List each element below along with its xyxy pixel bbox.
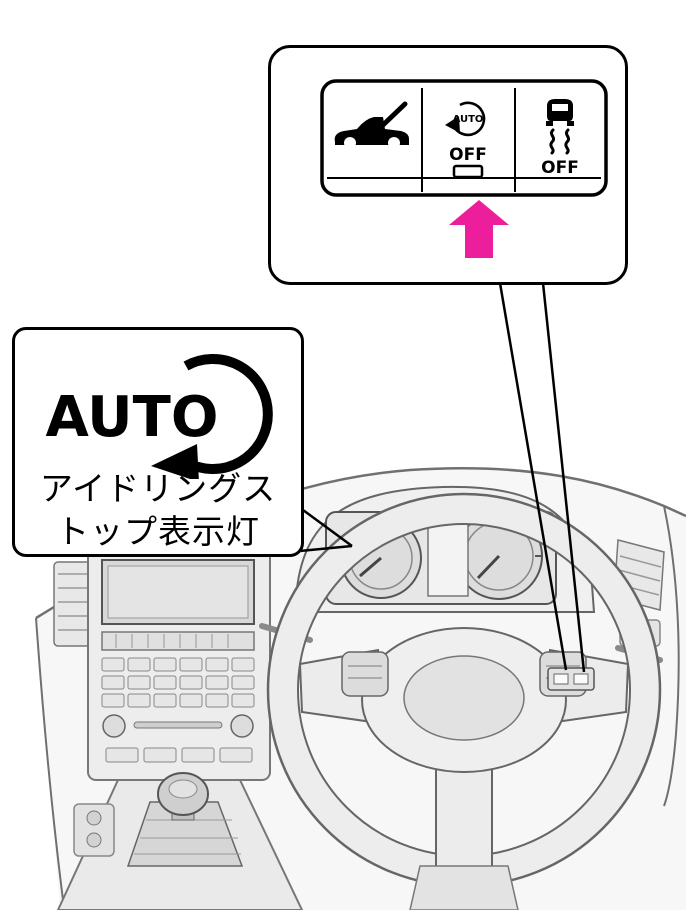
center-stack [87,537,271,781]
left-air-vent [53,561,93,647]
indicator-caption-line2: トップ表示灯 [56,511,260,551]
gear-console [56,772,304,910]
indicator-callout: AUTO アイドリングス トップ表示灯 [12,327,304,557]
center-vent [101,631,255,651]
vdc-off-button: OFF [541,99,579,178]
off-right-label: OFF [541,158,579,178]
audio-buttons [101,657,255,708]
indicator-caption-line1: アイドリングス [39,469,277,508]
horn-pad [403,655,525,741]
auto-small-label: AUTO [453,114,484,125]
auto-circle-arrow-icon: AUTO [445,101,486,137]
switch-panel-callout: AUTO OFF OFF [268,45,628,285]
dash-left-edge [35,617,65,909]
dash-right-edge [663,505,680,807]
idling-stop-off-button: AUTO OFF [445,101,487,179]
auto-circle-arrow-icon-large: AUTO [46,354,273,479]
up-arrow-icon [449,200,509,258]
up-arrow-shape [449,200,509,258]
off-center-label: OFF [449,145,487,165]
vdc-off-icon [546,99,574,155]
arc-arrowhead [151,444,199,479]
steering-column [409,865,519,910]
indicator-caption: アイドリングス トップ表示灯 [15,468,301,554]
steering-wheel [266,492,662,910]
volume-knob [102,714,126,738]
trunk-release-button [334,101,409,149]
left-spoke-buttons [341,651,389,697]
switch-panel-illustration: AUTO OFF OFF [320,79,608,197]
trunk-open-icon [334,101,409,149]
tune-knob [230,714,254,738]
bottom-spoke [435,759,493,879]
leader-line-switch-right [541,282,586,673]
cluster-display [427,523,469,597]
indicator-window [452,164,484,179]
leader-line-switch-left [498,282,568,671]
dash-switch-panel [547,667,595,691]
cd-slot [133,721,223,729]
auto-large-label: AUTO [46,385,219,450]
leader-line-indicator-top [302,508,353,548]
idling-stop-off-switch [553,673,569,685]
